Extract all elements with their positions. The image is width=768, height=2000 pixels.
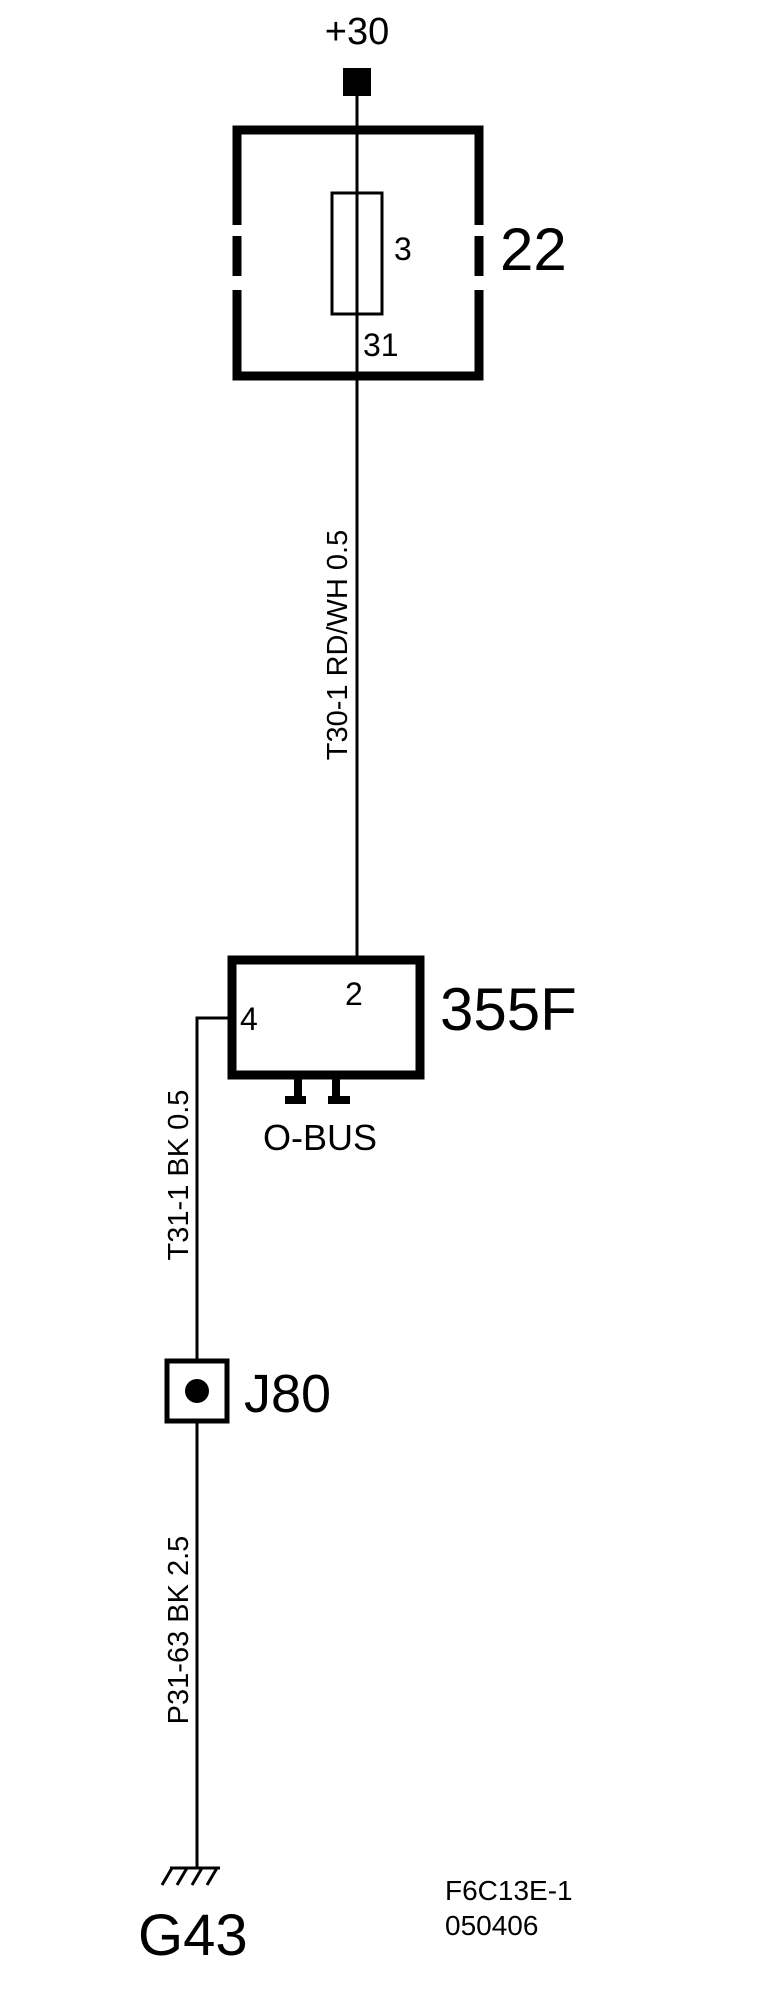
fuse-holder-22 bbox=[232, 125, 484, 381]
diagram-code: F6C13E-1 bbox=[445, 1875, 573, 1906]
o-bus-connector bbox=[285, 1075, 350, 1104]
fuse-pin-out: 31 bbox=[363, 327, 399, 363]
supply-label: +30 bbox=[325, 11, 389, 53]
fuse-component-id: 22 bbox=[500, 216, 567, 283]
supply-terminal bbox=[343, 68, 371, 96]
o-bus-label: O-BUS bbox=[263, 1117, 377, 1158]
module-pin-ground: 4 bbox=[240, 1001, 258, 1037]
diagram-date: 050406 bbox=[445, 1910, 538, 1941]
ground-component-id: G43 bbox=[138, 1903, 248, 1968]
junction-component-id: J80 bbox=[244, 1364, 331, 1424]
fuse-pin-in: 3 bbox=[394, 231, 412, 267]
module-component-id: 355F bbox=[440, 976, 577, 1043]
module-pin-supply: 2 bbox=[345, 976, 363, 1012]
wire-bottom-label: P31-63 BK 2.5 bbox=[163, 1536, 195, 1725]
junction-dot bbox=[185, 1379, 209, 1403]
wire-middle-label: T31-1 BK 0.5 bbox=[163, 1090, 195, 1261]
module-355f bbox=[227, 955, 425, 1080]
ground-symbol bbox=[160, 1866, 220, 1886]
wire-ground-path bbox=[195, 1016, 232, 1868]
wire-top-label: T30-1 RD/WH 0.5 bbox=[322, 530, 354, 760]
